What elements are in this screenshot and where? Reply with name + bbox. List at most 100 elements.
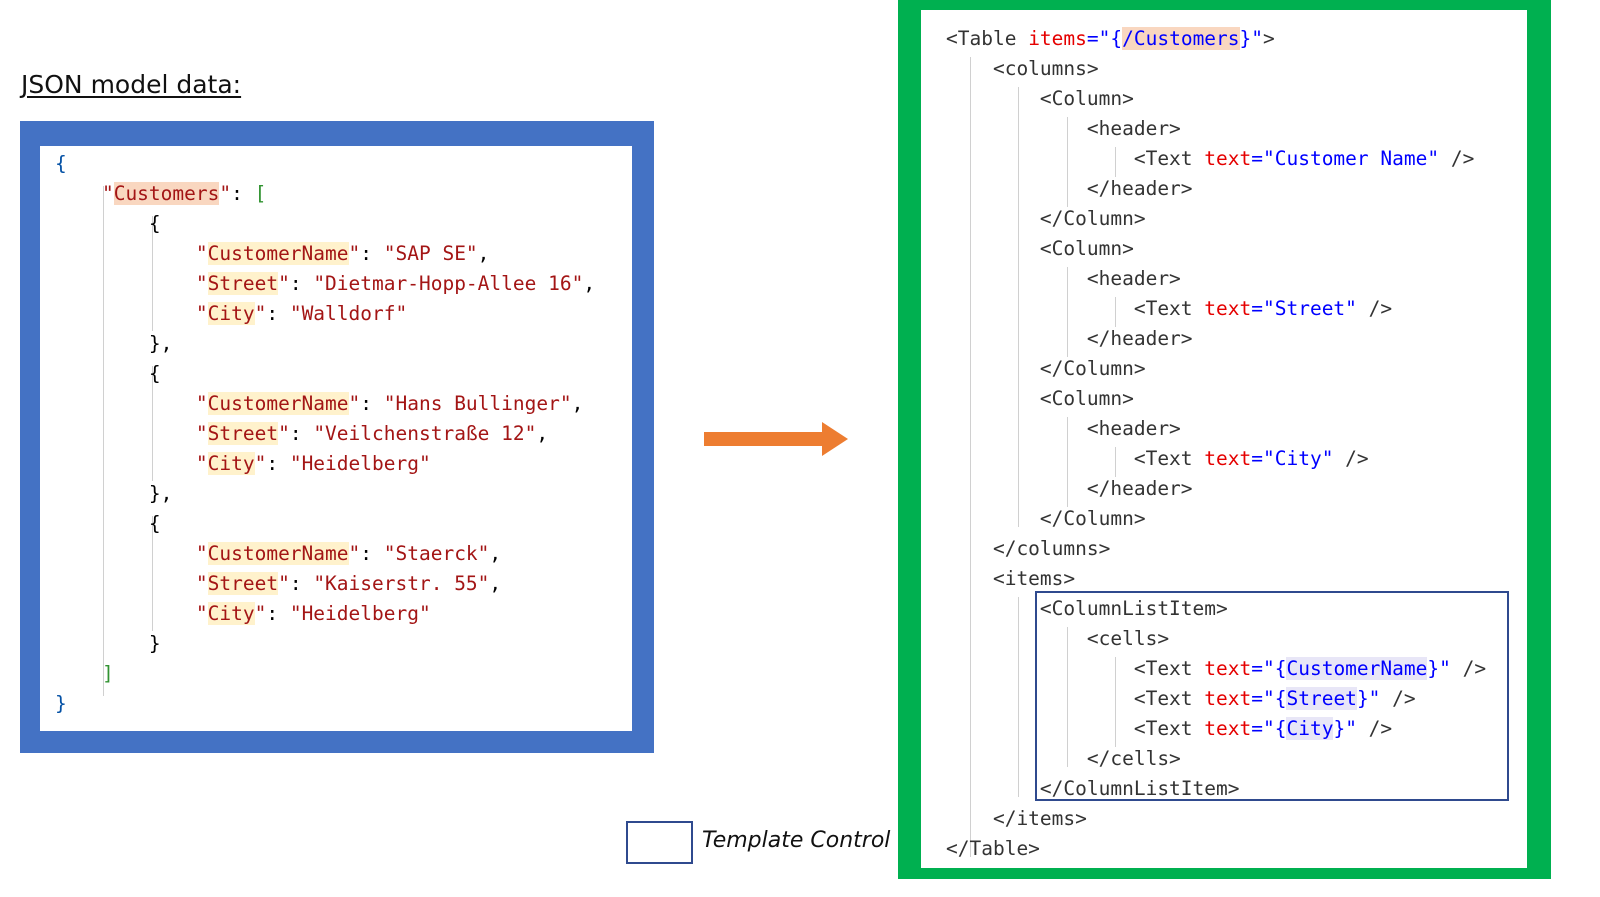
code-token: <items> — [946, 567, 1076, 590]
code-token: " — [348, 542, 361, 565]
code-line: <Column> — [946, 84, 1486, 114]
code-token: " — [55, 242, 208, 265]
code-token: " — [55, 272, 208, 295]
code-token: Street — [207, 572, 279, 595]
code-token: <columns> — [946, 57, 1099, 80]
code-token: : — [266, 302, 290, 325]
xml-code-block: <Table items="{/Customers}"> <columns> <… — [946, 24, 1486, 864]
code-token: " — [55, 422, 208, 445]
code-line: "CustomerName": "Staerck", — [55, 539, 595, 569]
code-token: : — [360, 242, 384, 265]
code-token: " — [55, 572, 208, 595]
code-token: " — [254, 602, 267, 625]
code-token: City — [207, 602, 255, 625]
code-token: </header> — [946, 477, 1193, 500]
code-token: text — [1204, 657, 1252, 680]
json-panel: { "Customers": [ { "CustomerName": "SAP … — [20, 121, 654, 753]
code-token: </items> — [946, 807, 1087, 830]
json-panel-title: JSON model data: — [21, 70, 242, 99]
code-token: </Table> — [946, 837, 1040, 860]
xml-code-area: <Table items="{/Customers}"> <columns> <… — [921, 10, 1527, 868]
code-line: <header> — [946, 114, 1486, 144]
code-token: Street — [207, 422, 279, 445]
code-token: items — [1028, 27, 1087, 50]
code-token: <header> — [946, 267, 1181, 290]
code-token: " — [254, 302, 267, 325]
code-token: " — [55, 182, 114, 205]
code-token: <Table — [946, 27, 1029, 50]
code-token: }" — [1356, 687, 1381, 710]
code-token: Street — [1286, 687, 1357, 710]
code-token: }" — [1427, 657, 1451, 680]
code-token: : — [231, 182, 255, 205]
code-token: text — [1204, 447, 1252, 470]
indent-guide — [1067, 627, 1068, 767]
code-line: }, — [55, 329, 595, 359]
code-token: "SAP SE" — [383, 242, 478, 265]
code-token: "Walldorf" — [289, 302, 408, 325]
code-line: </ColumnListItem> — [946, 774, 1486, 804]
code-line: "Street": "Veilchenstraße 12", — [55, 419, 595, 449]
json-code-block: { "Customers": [ { "CustomerName": "SAP … — [55, 149, 595, 719]
code-token: : — [266, 452, 290, 475]
indent-guide — [152, 216, 153, 331]
code-token: /> — [1356, 297, 1393, 320]
code-line: <Column> — [946, 384, 1486, 414]
indent-guide — [1018, 87, 1019, 527]
code-token: ] — [55, 662, 114, 685]
xml-panel: <Table items="{/Customers}"> <columns> <… — [898, 0, 1551, 879]
code-token: <header> — [946, 417, 1181, 440]
code-token: <Column> — [946, 87, 1134, 110]
code-token: } — [1239, 27, 1252, 50]
code-token: Customers — [113, 182, 220, 205]
indent-guide — [103, 186, 104, 696]
code-token: CustomerName — [1286, 657, 1428, 680]
code-line: </header> — [946, 324, 1486, 354]
code-line: <Text text="City" /> — [946, 444, 1486, 474]
code-token: [ — [254, 182, 267, 205]
code-token: text — [1204, 717, 1252, 740]
code-line: </items> — [946, 804, 1486, 834]
json-code-area: { "Customers": [ { "CustomerName": "SAP … — [40, 146, 632, 731]
code-token: , — [536, 422, 549, 445]
code-token: </header> — [946, 327, 1193, 350]
code-token: " — [348, 242, 361, 265]
code-token: , — [477, 242, 490, 265]
code-token: /> — [1356, 717, 1393, 740]
code-token: ="City" — [1251, 447, 1334, 470]
code-token: "Veilchenstraße 12" — [313, 422, 537, 445]
code-token: " — [55, 302, 208, 325]
code-line: <header> — [946, 414, 1486, 444]
code-token: }, — [55, 332, 173, 355]
indent-guide — [970, 57, 971, 857]
code-token: =" — [1086, 27, 1111, 50]
code-token: : — [360, 392, 384, 415]
code-token: </cells> — [946, 747, 1181, 770]
code-token: " — [278, 422, 290, 445]
code-line: <Text text="{City}" /> — [946, 714, 1486, 744]
code-token: { — [55, 212, 161, 235]
code-line: }, — [55, 479, 595, 509]
code-token: }, — [55, 482, 173, 505]
code-token: </Column> — [946, 357, 1146, 380]
legend-swatch — [626, 821, 693, 864]
code-line: <columns> — [946, 54, 1486, 84]
indent-guide — [152, 366, 153, 481]
code-token: text — [1204, 687, 1252, 710]
code-token: <Column> — [946, 237, 1134, 260]
code-line: "CustomerName": "Hans Bullinger", — [55, 389, 595, 419]
code-line: <items> — [946, 564, 1486, 594]
code-token: " — [55, 542, 208, 565]
indent-guide — [1115, 147, 1116, 177]
code-token: /Customers — [1122, 27, 1240, 50]
code-token: <Text — [946, 717, 1205, 740]
code-line: <Text text="{CustomerName}" /> — [946, 654, 1486, 684]
code-line: <Text text="{Street}" /> — [946, 684, 1486, 714]
code-token: " — [219, 182, 232, 205]
code-token: <Column> — [946, 387, 1134, 410]
code-token: <cells> — [946, 627, 1170, 650]
code-token: " — [55, 602, 208, 625]
indent-guide — [1067, 117, 1068, 207]
code-token: City — [1286, 717, 1334, 740]
code-token: " — [278, 272, 290, 295]
